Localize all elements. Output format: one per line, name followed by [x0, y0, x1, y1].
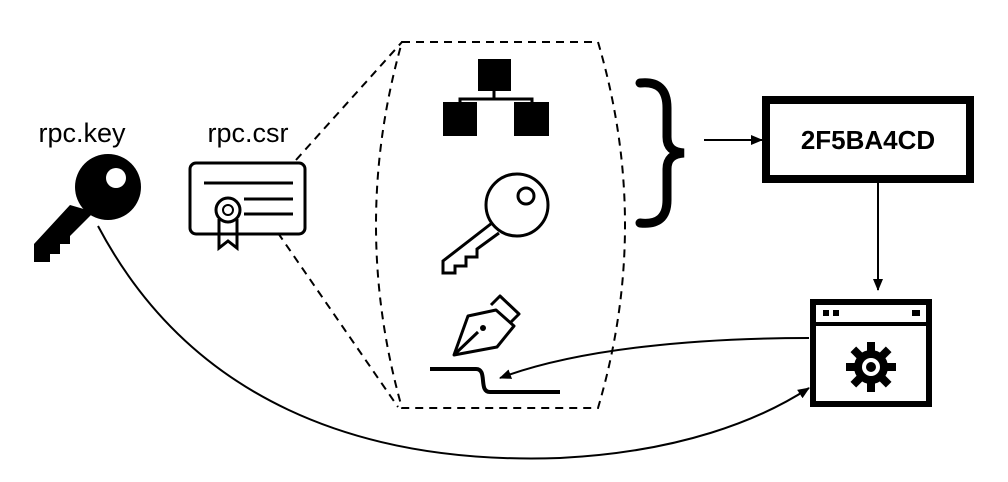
- grouping-brace: [635, 78, 685, 228]
- gear-window-icon: [810, 299, 932, 407]
- hash-box: 2F5BA4CD: [762, 96, 974, 183]
- key-icon: [34, 154, 141, 262]
- csr-contents-outline: [375, 41, 626, 409]
- csr-label: rpc.csr: [208, 118, 289, 148]
- private-key-label: rpc.key: [38, 118, 126, 148]
- arrow-key-to-app: [97, 225, 810, 460]
- hash-value: 2F5BA4CD: [801, 125, 935, 155]
- certificate-icon: [188, 161, 307, 252]
- zoom-lines: [277, 41, 403, 408]
- arrow-app-to-signature: [499, 337, 810, 379]
- hierarchy-icon: [443, 59, 549, 136]
- pen-signature-icon: [430, 294, 560, 394]
- key-outline-icon: [441, 172, 550, 275]
- gear-icon: [846, 342, 896, 392]
